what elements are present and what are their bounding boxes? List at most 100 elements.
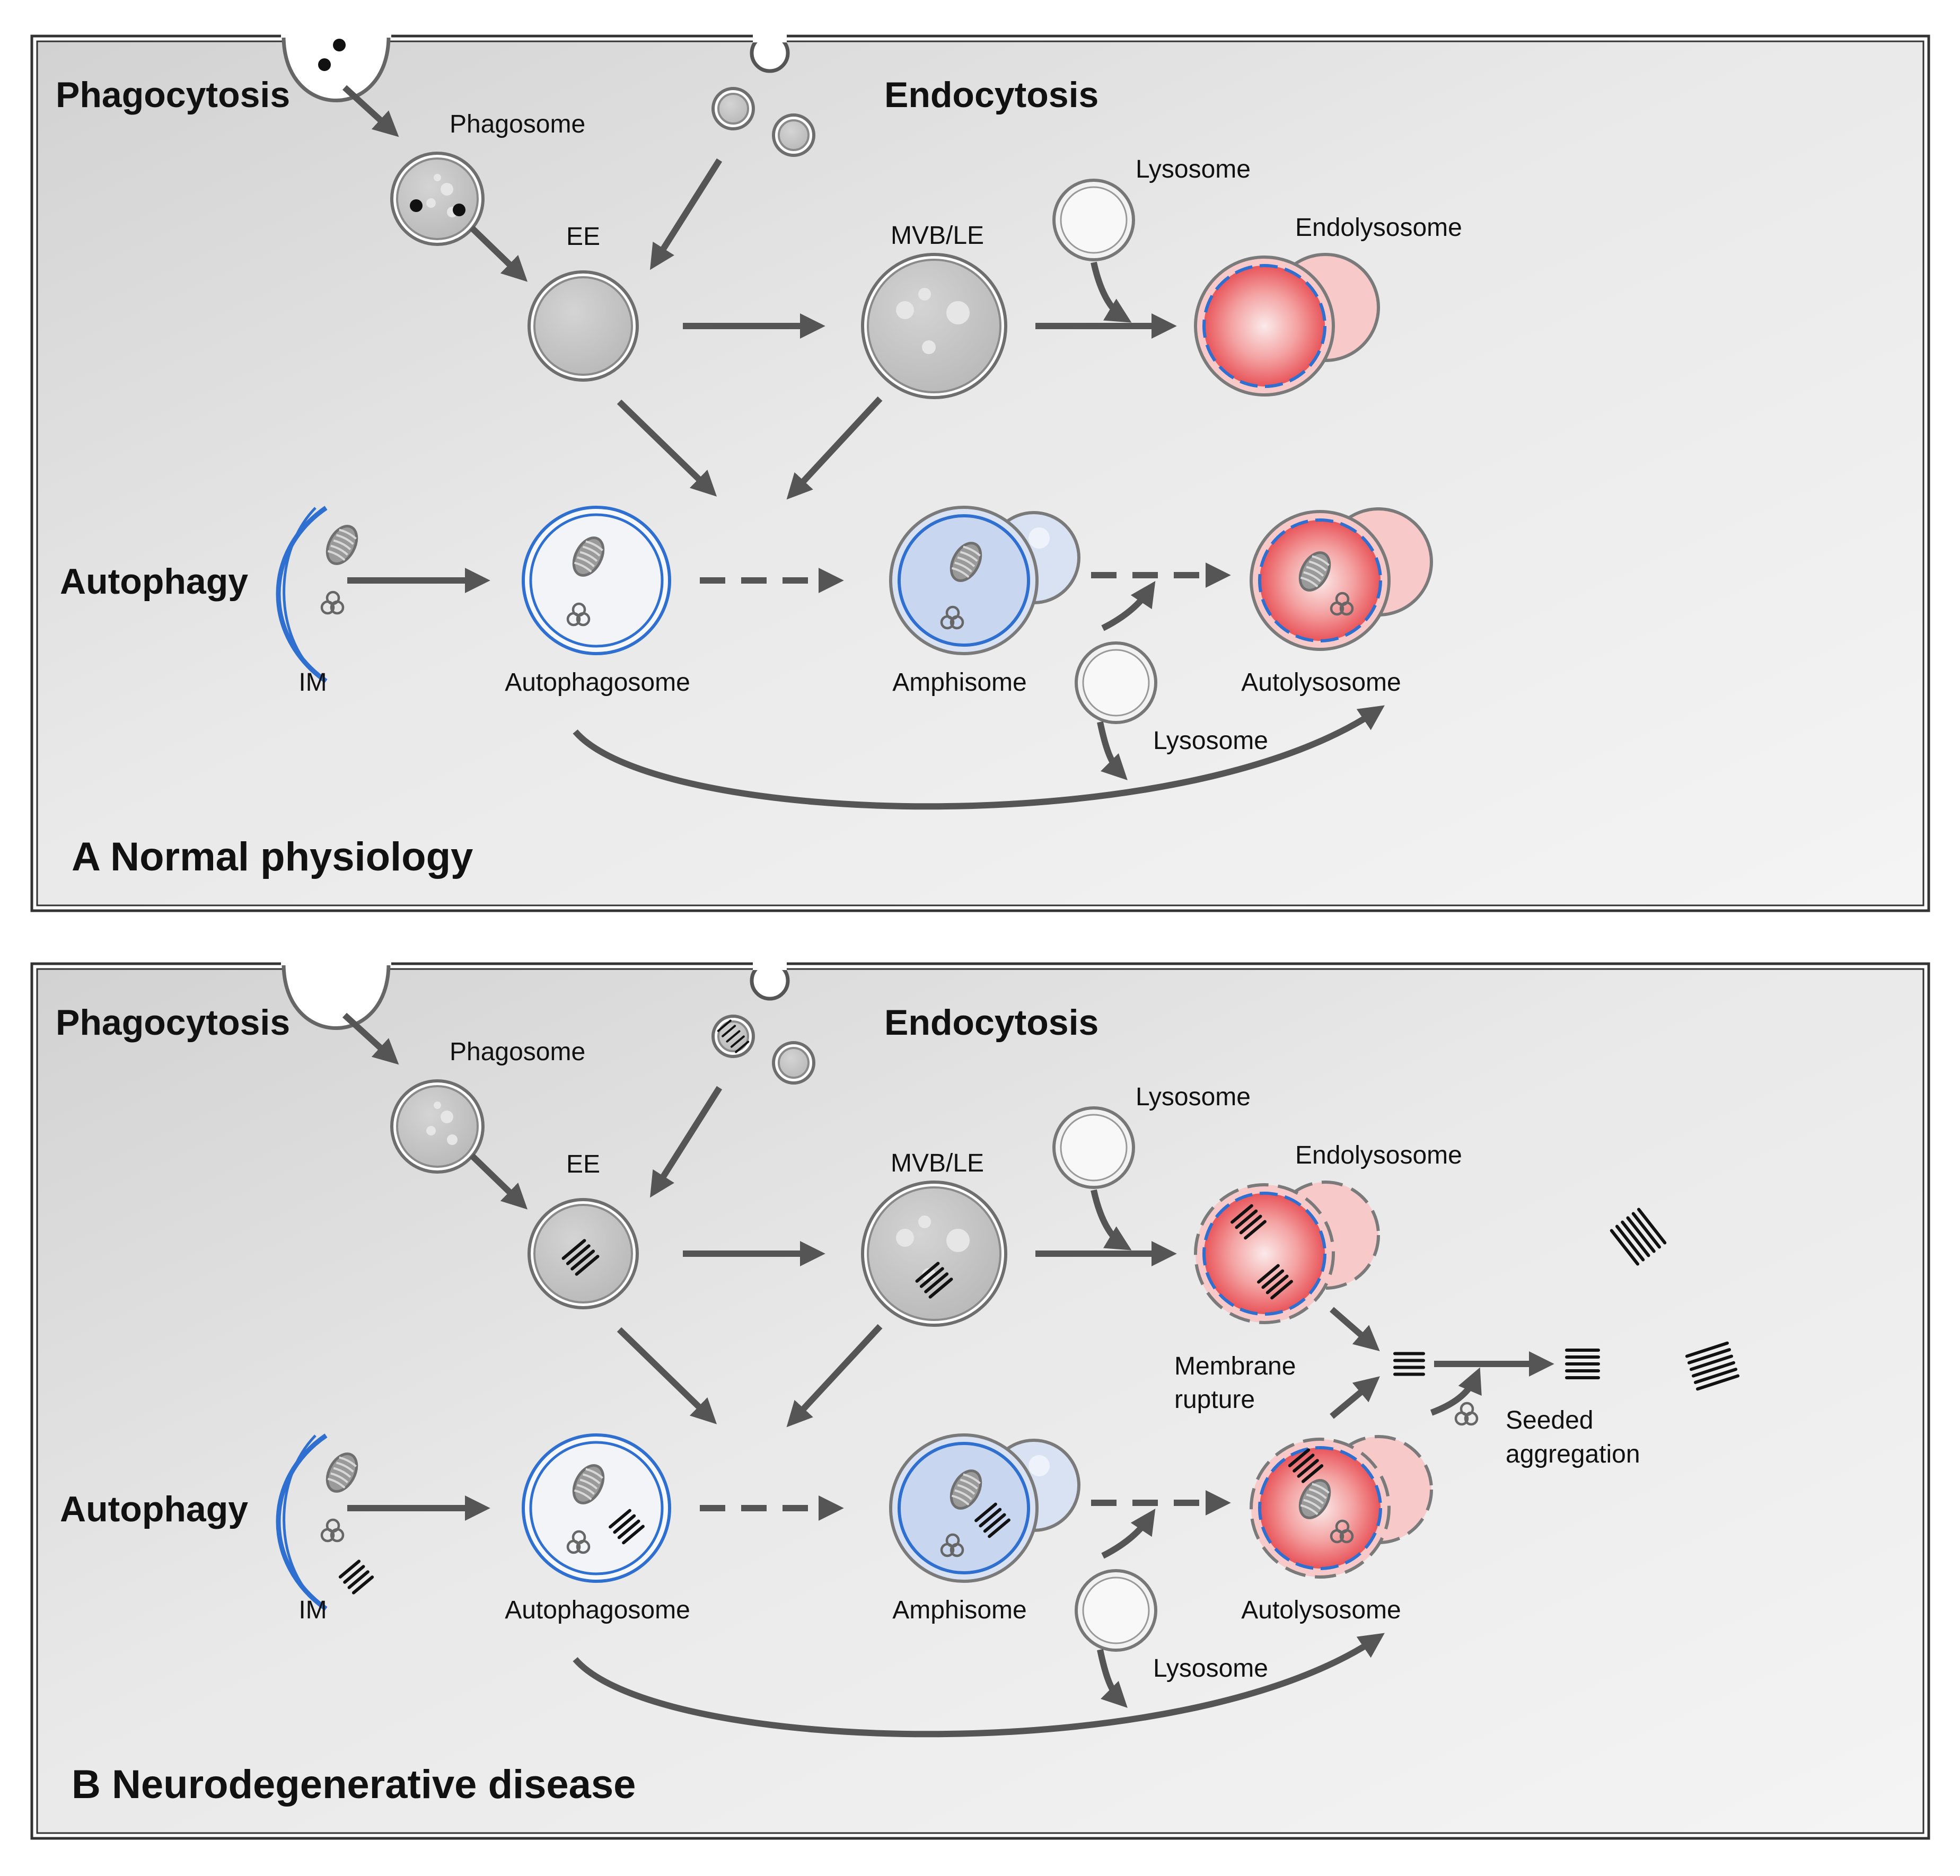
lysosome-bottom-inner bbox=[1082, 649, 1150, 717]
mvb-le-label: MVB/LE bbox=[891, 222, 984, 250]
arrow-lysosome-to-autolysosome bbox=[1101, 1509, 1156, 1559]
misfolded-protein-icon bbox=[940, 1533, 964, 1557]
multivesicular-body bbox=[861, 1181, 1007, 1327]
fibril-line bbox=[928, 1278, 953, 1299]
intraluminal-vesicle bbox=[896, 301, 914, 319]
fibril-line bbox=[1685, 1341, 1729, 1358]
fibril-line bbox=[570, 1249, 595, 1271]
arrow-phagosome-to-ee bbox=[469, 225, 528, 282]
fibril-line bbox=[974, 1502, 997, 1522]
fibril-line bbox=[1615, 1225, 1645, 1262]
fibril-line bbox=[1257, 1264, 1280, 1284]
phagosome-organelle bbox=[390, 152, 485, 246]
fibril-line bbox=[1244, 1220, 1267, 1240]
autolysosome-label: Autolysosome bbox=[1241, 668, 1401, 697]
fibril-line bbox=[1610, 1229, 1640, 1266]
mitochondrion-icon bbox=[572, 1464, 605, 1504]
mitochondrion-icon bbox=[950, 1469, 982, 1510]
fibril-line bbox=[1687, 1348, 1732, 1364]
lysosome-top-inner bbox=[1060, 1114, 1128, 1182]
misfolded-protein-icon bbox=[566, 1530, 591, 1554]
intraluminal-vesicle bbox=[946, 301, 970, 324]
fibril-line bbox=[726, 1030, 741, 1043]
fibril-line bbox=[1689, 1354, 1734, 1371]
fibril-line bbox=[722, 1025, 736, 1037]
mitochondrion-icon bbox=[1298, 551, 1331, 592]
lysosome-label-bottom: Lysosome bbox=[1153, 1654, 1268, 1683]
endocytosis-label: Endocytosis bbox=[884, 1002, 1098, 1043]
intraluminal-vesicle bbox=[441, 183, 453, 196]
fibril-line bbox=[1231, 1204, 1253, 1224]
cell-background bbox=[36, 40, 1924, 906]
panel-title: A Normal physiology bbox=[72, 834, 473, 879]
endolysosome-organelle bbox=[1194, 253, 1380, 397]
arrow-endolysosome-rupture bbox=[1330, 1307, 1380, 1352]
misfolded-protein-icon bbox=[1330, 592, 1354, 616]
fibril-line bbox=[1301, 1464, 1324, 1483]
arrow-endocytosis-to-ee bbox=[650, 158, 723, 270]
arrow-ee-to-autophagosome bbox=[617, 1327, 717, 1424]
fibril-line bbox=[1270, 1280, 1293, 1300]
intraluminal-vesicle bbox=[896, 1229, 914, 1247]
autophagosome-organelle bbox=[522, 1433, 671, 1583]
autophagosome-label: Autophagosome bbox=[505, 668, 690, 697]
arrow-lysosome-to-endolysosome bbox=[1091, 261, 1132, 323]
fibril-line bbox=[617, 1519, 640, 1539]
intraluminal-vesicle bbox=[426, 198, 436, 208]
mitochondrion-icon bbox=[1298, 1479, 1331, 1519]
aggregated-fibrils bbox=[1565, 1349, 1600, 1379]
intraluminal-vesicle bbox=[441, 1111, 453, 1123]
fibril-line bbox=[988, 1518, 1010, 1538]
fibril-line bbox=[983, 1513, 1006, 1533]
endolysosome-organelle bbox=[1194, 1181, 1380, 1324]
isolation-membrane-inner bbox=[283, 507, 319, 677]
fibril-line bbox=[613, 1514, 636, 1534]
arrow-ee-to-autophagosome bbox=[617, 399, 717, 497]
intraluminal-vesicle bbox=[1029, 527, 1050, 549]
fibril-line bbox=[1297, 1459, 1319, 1478]
panel-outer-border bbox=[30, 962, 1930, 1840]
fibril-line bbox=[1626, 1216, 1656, 1253]
inner-membrane bbox=[1202, 264, 1326, 388]
ee-label: EE bbox=[566, 1150, 600, 1178]
lysosome-label-top: Lysosome bbox=[1136, 155, 1251, 183]
panel-outer-border bbox=[30, 34, 1930, 912]
intraluminal-vesicle bbox=[946, 1229, 970, 1252]
early-endosome bbox=[528, 270, 639, 382]
fibril-line bbox=[561, 1239, 586, 1260]
endocytic-vesicle bbox=[711, 87, 755, 130]
fibril-line bbox=[730, 1035, 745, 1048]
fibril-cargo bbox=[561, 1239, 600, 1276]
intraluminal-vesicle bbox=[918, 1216, 931, 1228]
fibril-line bbox=[924, 1272, 949, 1293]
ee-label: EE bbox=[566, 223, 600, 251]
endolysosome-label: Endolysosome bbox=[1295, 1141, 1462, 1169]
fibril-line bbox=[1265, 1274, 1289, 1294]
intraluminal-vesicle bbox=[434, 174, 441, 181]
autophagosome-label: Autophagosome bbox=[505, 1596, 690, 1624]
fibril-line bbox=[1239, 1214, 1262, 1235]
arrow-autophagosome-to-autolysosome bbox=[573, 705, 1385, 810]
fibril-line bbox=[1631, 1212, 1661, 1249]
misfolded-protein-icon bbox=[940, 605, 964, 630]
aggregated-fibrils bbox=[1610, 1208, 1667, 1266]
fibril-line bbox=[915, 1262, 940, 1283]
fibril-line bbox=[1235, 1209, 1258, 1229]
im-label: IM bbox=[298, 668, 327, 697]
membrane-rupture-label-1: Membrane bbox=[1174, 1352, 1296, 1380]
panel-title: B Neurodegenerative disease bbox=[72, 1762, 636, 1807]
endocytic-vesicle bbox=[772, 1041, 815, 1085]
fibril-line bbox=[351, 1575, 374, 1595]
lysosome-label-bottom: Lysosome bbox=[1153, 727, 1268, 755]
arrow-autophagosome-to-autolysosome bbox=[573, 1633, 1385, 1738]
fibril-line bbox=[622, 1525, 645, 1545]
fibril-line bbox=[1261, 1269, 1285, 1289]
mitochondrion-icon bbox=[572, 536, 605, 577]
autolysosome-label: Autolysosome bbox=[1241, 1596, 1401, 1624]
intraluminal-vesicle bbox=[434, 1102, 441, 1109]
mitochondrion-icon bbox=[326, 1452, 358, 1493]
fibril-line bbox=[347, 1570, 370, 1589]
fibril-line bbox=[717, 1019, 732, 1032]
